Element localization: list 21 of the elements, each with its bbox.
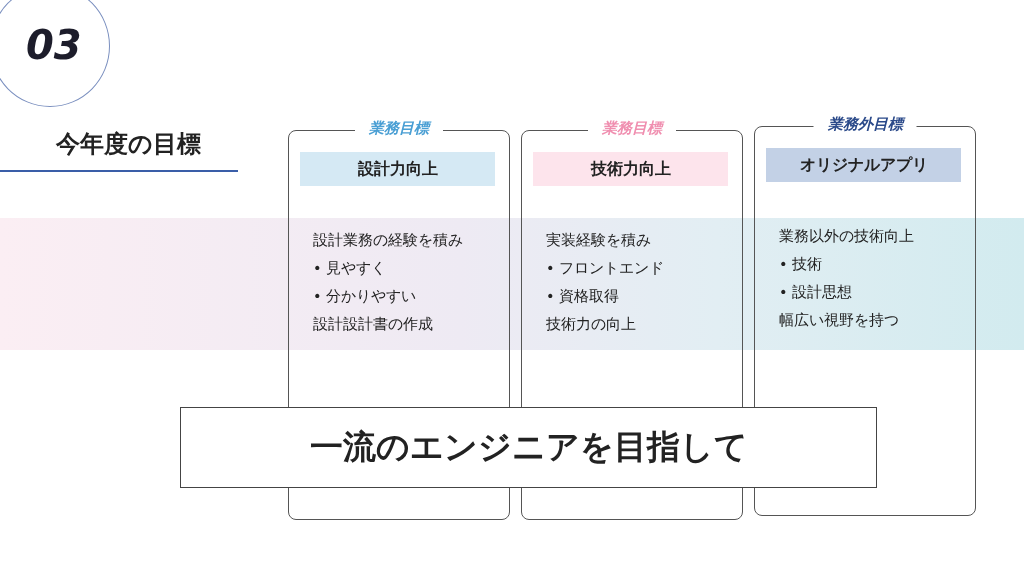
goal-text: 幅広い視野を持つ: [779, 311, 899, 330]
card-heading: 業務目標: [355, 119, 443, 138]
goal-text: • 設計思想: [779, 283, 853, 302]
goal-title-band: 設計力向上: [300, 152, 495, 186]
goal-text: • 技術: [779, 255, 823, 274]
goal-text: 業務以外の技術向上: [779, 227, 914, 246]
goal-text: 実装経験を積み: [546, 231, 651, 250]
goal-text: • 見やすく: [313, 259, 387, 278]
goal-text: • フロントエンド: [546, 259, 665, 278]
goal-text: 技術力の向上: [546, 315, 636, 334]
goal-title-band: 技術力向上: [533, 152, 728, 186]
section-number: 03: [26, 22, 82, 68]
goal-text: • 分かりやすい: [313, 287, 417, 306]
card-heading: 業務外目標: [813, 115, 917, 134]
goal-text: • 資格取得: [546, 287, 620, 306]
section-heading: 今年度の目標: [56, 129, 201, 160]
goal-title-band: オリジナルアプリ: [766, 148, 961, 182]
card-heading: 業務目標: [588, 119, 676, 138]
goal-text: 設計業務の経験を積み: [313, 231, 463, 250]
slogan-box: 一流のエンジニアを目指して: [180, 407, 877, 488]
goal-text: 設計設計書の作成: [313, 315, 433, 334]
